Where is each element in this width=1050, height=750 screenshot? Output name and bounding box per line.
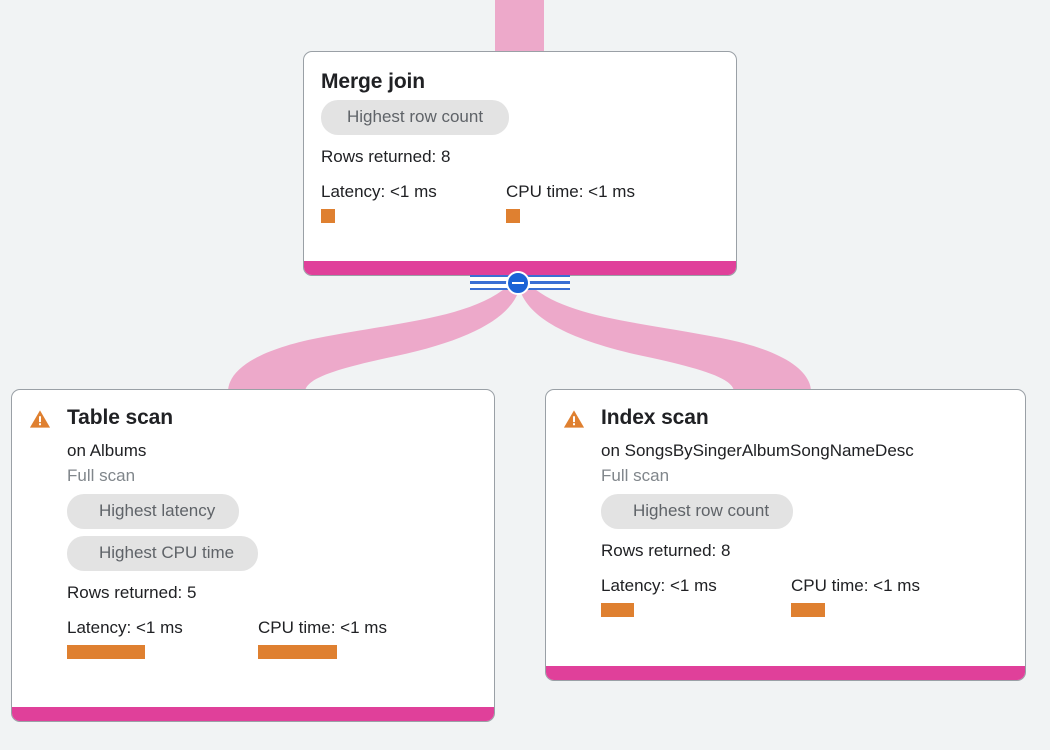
metric-cpu-time-label: CPU time: <1 ms (791, 576, 920, 595)
node-title: Table scan (67, 406, 173, 429)
node-body: Merge join Highest row count Rows return… (304, 52, 736, 261)
collapse-toggle-button[interactable] (470, 271, 570, 295)
node-chip-list: Highest row count (601, 494, 920, 536)
edge-parent-to-merge-join (495, 0, 544, 52)
rows-returned: Rows returned: 5 (67, 583, 197, 602)
edge-merge-join-to-table-scan (228, 286, 519, 392)
node-metrics: Latency: <1 ms CPU time: <1 ms (321, 182, 716, 223)
metric-cpu-time: CPU time: <1 ms (506, 182, 635, 223)
plan-node-merge-join[interactable]: Merge join Highest row count Rows return… (303, 51, 737, 276)
edge-merge-join-to-index-scan (520, 286, 811, 392)
node-header: Table scan on Albums Full scan Highest l… (29, 406, 477, 659)
node-scan-type: Full scan (601, 466, 670, 485)
node-title: Index scan (601, 406, 709, 429)
node-subtitle: on SongsBySingerAlbumSongNameDesc (601, 441, 914, 460)
node-header: Index scan on SongsBySingerAlbumSongName… (563, 406, 1008, 617)
metric-latency-label: Latency: <1 ms (321, 182, 437, 201)
metric-cpu-time-bar (506, 209, 520, 223)
chip-highest-cpu-time: Highest CPU time (67, 536, 259, 571)
warning-triangle-icon (563, 408, 585, 430)
metric-cpu-time-bar (791, 603, 825, 617)
metric-latency-label: Latency: <1 ms (67, 618, 183, 637)
metric-latency: Latency: <1 ms (601, 576, 791, 617)
node-title: Merge join (321, 70, 426, 93)
metric-latency-bar (601, 603, 634, 617)
metric-cpu-time-label: CPU time: <1 ms (258, 618, 387, 637)
plan-node-index-scan[interactable]: Index scan on SongsBySingerAlbumSongName… (545, 389, 1026, 681)
metric-latency-label: Latency: <1 ms (601, 576, 717, 595)
metric-cpu-time-label: CPU time: <1 ms (506, 182, 635, 201)
node-accent-bar (546, 666, 1025, 680)
node-header-text: Table scan on Albums Full scan Highest l… (67, 406, 387, 659)
node-accent-bar (304, 261, 736, 275)
node-accent-bar (12, 707, 494, 721)
node-metrics: Latency: <1 ms CPU time: <1 ms (67, 618, 387, 659)
rows-returned: Rows returned: 8 (601, 541, 731, 560)
node-subtitle: on Albums (67, 441, 147, 460)
node-chip-list: Highest row count (321, 100, 716, 142)
node-header: Merge join (321, 70, 716, 94)
metric-latency-bar (67, 645, 145, 659)
metric-cpu-time: CPU time: <1 ms (258, 618, 387, 659)
metric-cpu-time-bar (258, 645, 337, 659)
chip-highest-row-count: Highest row count (321, 100, 510, 135)
metric-latency: Latency: <1 ms (67, 618, 258, 659)
node-header-text: Index scan on SongsBySingerAlbumSongName… (601, 406, 920, 617)
node-chip-list: Highest latency Highest CPU time (67, 494, 387, 578)
rows-returned: Rows returned: 8 (321, 147, 451, 166)
chip-highest-row-count: Highest row count (601, 494, 794, 529)
plan-node-table-scan[interactable]: Table scan on Albums Full scan Highest l… (11, 389, 495, 722)
node-body: Index scan on SongsBySingerAlbumSongName… (546, 390, 1025, 666)
node-metrics: Latency: <1 ms CPU time: <1 ms (601, 576, 920, 617)
metric-latency-bar (321, 209, 335, 223)
node-scan-type: Full scan (67, 466, 136, 485)
warning-triangle-icon (29, 408, 51, 430)
metric-cpu-time: CPU time: <1 ms (791, 576, 920, 617)
node-body: Table scan on Albums Full scan Highest l… (12, 390, 494, 707)
chip-highest-latency: Highest latency (67, 494, 240, 529)
metric-latency: Latency: <1 ms (321, 182, 506, 223)
minus-circle-icon[interactable] (506, 271, 530, 295)
